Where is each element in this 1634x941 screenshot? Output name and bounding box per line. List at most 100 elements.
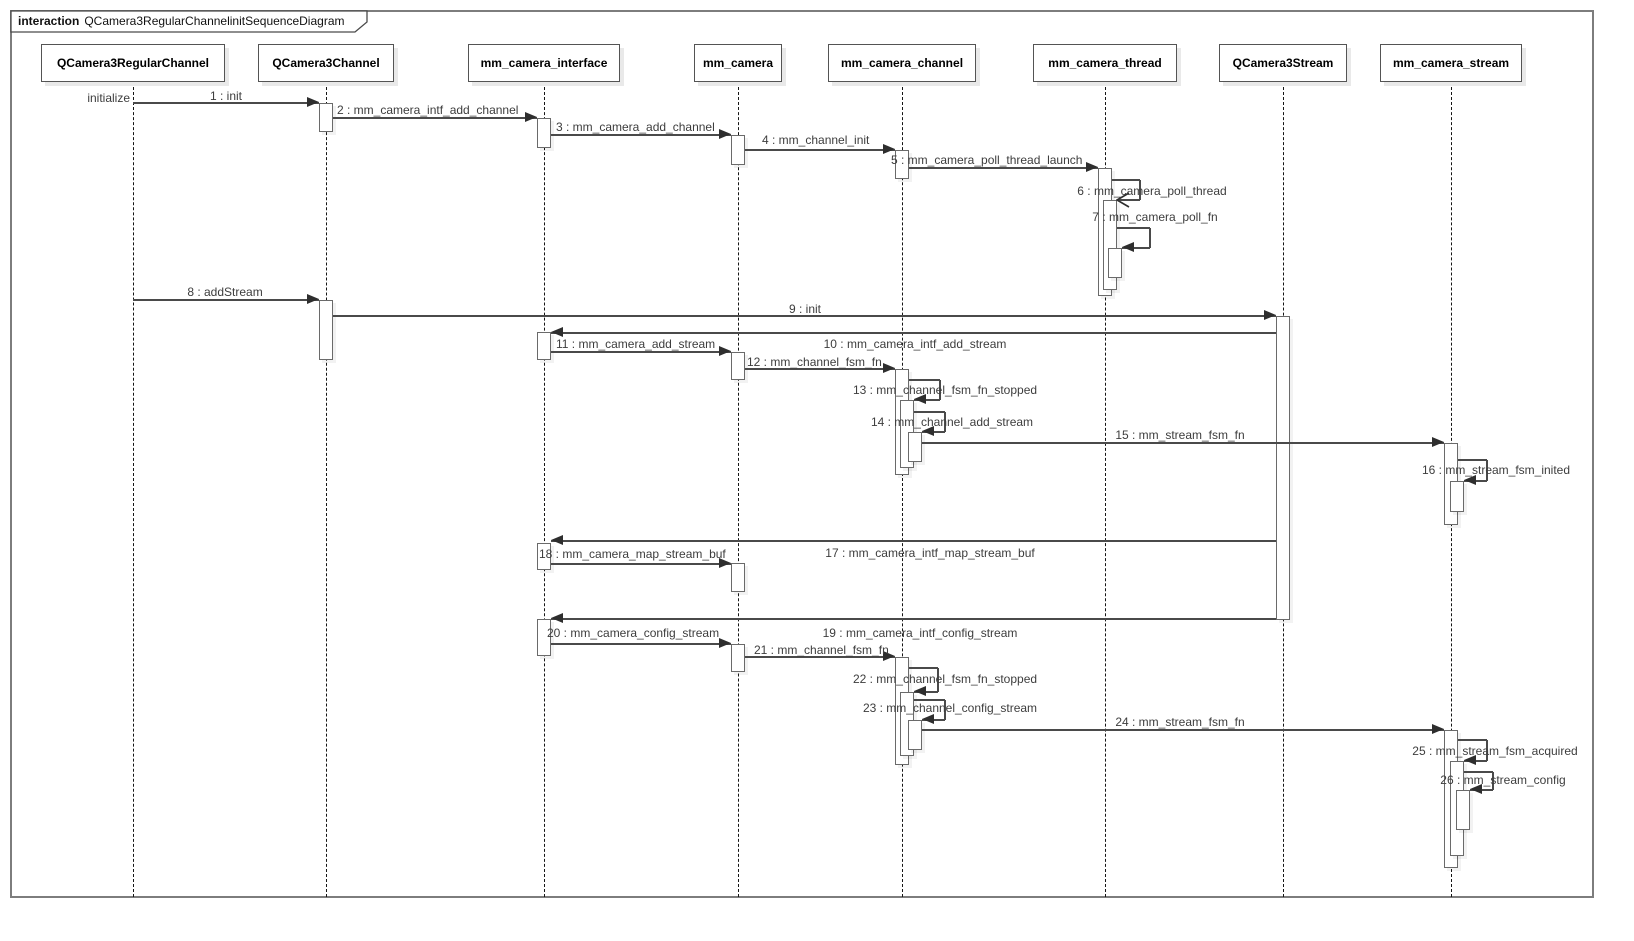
participant-box-QCamera3Stream: QCamera3Stream [1219, 44, 1347, 82]
message-7-return-line [1122, 247, 1150, 249]
activation-bar [1456, 790, 1470, 830]
title-name: QCamera3RegularChannelinitSequenceDiagra… [84, 14, 345, 28]
arrowhead-left-icon [922, 714, 934, 724]
message-label-1: 1 : init [209, 89, 243, 103]
message-12-line [745, 368, 895, 370]
lifeline-QCamera3RegularChannel [133, 82, 134, 897]
message-label-13: 13 : mm_channel_fsm_fn_stopped [852, 383, 1038, 397]
arrowhead-right-icon [883, 651, 895, 661]
lifeline-mm_camera [738, 82, 739, 897]
activation-bar [1108, 248, 1122, 278]
participant-box-mm_camera_channel: mm_camera_channel [828, 44, 976, 82]
message-13-loop-line [939, 380, 941, 400]
message-label-3: 3 : mm_camera_add_channel [556, 120, 715, 134]
arrowhead-left-icon [551, 613, 563, 623]
message-label-18: 18 : mm_camera_map_stream_buf [539, 547, 726, 561]
message-26-out-line [1464, 771, 1493, 773]
activation-bar [731, 135, 745, 165]
lifeline-mm_camera_interface [544, 82, 545, 897]
message-5-line [909, 167, 1098, 169]
message-14-out-line [914, 411, 945, 413]
arrowhead-left-icon [1470, 784, 1482, 794]
activation-bar [537, 332, 551, 360]
message-23-loop-line [944, 700, 946, 720]
arrowhead-right-icon [1086, 162, 1098, 172]
activation-bar [1276, 316, 1290, 620]
message-label-19: 19 : mm_camera_intf_config_stream [822, 626, 1018, 640]
message-6-return-line [1117, 199, 1140, 201]
message-11-line [551, 351, 731, 353]
message-13-return-line [914, 399, 940, 401]
arrowhead-right-icon [1432, 724, 1444, 734]
participant-label-mm_camera_stream: mm_camera_stream [1392, 56, 1510, 70]
message-1-line [133, 102, 319, 104]
message-22-loop-line [937, 668, 939, 692]
arrowhead-left-icon [922, 426, 934, 436]
message-label-10: 10 : mm_camera_intf_add_stream [823, 337, 1007, 351]
message-label-7: 7 : mm_camera_poll_fn [1092, 210, 1218, 224]
activation-bar [731, 563, 745, 592]
message-18-line [551, 563, 731, 565]
participant-box-mm_camera_thread: mm_camera_thread [1033, 44, 1177, 82]
arrowhead-left-icon [1122, 242, 1134, 252]
participant-label-mm_camera_thread: mm_camera_thread [1048, 56, 1162, 70]
message-label-8: 8 : addStream [187, 285, 263, 299]
message-label-23: 23 : mm_channel_config_stream [862, 701, 1038, 715]
arrowhead-right-icon [883, 363, 895, 373]
message-13-out-line [909, 379, 940, 381]
message-label-24: 24 : mm_stream_fsm_fn [1115, 715, 1245, 729]
lifeline-mm_camera_thread [1105, 82, 1106, 897]
activation-bar [731, 644, 745, 672]
caller-label: initialize [87, 91, 130, 105]
message-label-5: 5 : mm_camera_poll_thread_launch [891, 153, 1083, 167]
message-label-20: 20 : mm_camera_config_stream [547, 626, 720, 640]
activation-bar [731, 352, 745, 380]
message-23-out-line [914, 699, 945, 701]
arrowhead-right-icon [719, 558, 731, 568]
message-label-4: 4 : mm_channel_init [762, 133, 870, 147]
message-2-line [333, 117, 537, 119]
message-label-17: 17 : mm_camera_intf_map_stream_buf [825, 546, 1035, 560]
message-4-line [745, 149, 895, 151]
message-label-22: 22 : mm_channel_fsm_fn_stopped [852, 672, 1038, 686]
participant-label-mm_camera_channel: mm_camera_channel [840, 56, 964, 70]
message-15-line [922, 442, 1444, 444]
message-25-loop-line [1486, 740, 1488, 761]
participant-box-mm_camera_stream: mm_camera_stream [1380, 44, 1522, 82]
message-19-line [551, 618, 1276, 620]
diagram-frame [10, 10, 1594, 898]
arrowhead-right-icon [1432, 437, 1444, 447]
participant-label-mm_camera_interface: mm_camera_interface [480, 56, 608, 70]
arrowhead-left-icon [551, 535, 563, 545]
participant-box-QCamera3RegularChannel: QCamera3RegularChannel [41, 44, 225, 82]
message-label-6: 6 : mm_camera_poll_thread [1077, 184, 1227, 198]
arrowhead-left-icon [914, 394, 926, 404]
message-label-15: 15 : mm_stream_fsm_fn [1115, 428, 1245, 442]
activation-bar [908, 432, 922, 462]
arrowhead-left-icon [551, 327, 563, 337]
activation-bar [908, 720, 922, 750]
message-label-14: 14 : mm_channel_add_stream [870, 415, 1034, 429]
arrowhead-left-icon [1464, 475, 1476, 485]
message-label-25: 25 : mm_stream_fsm_acquired [1412, 744, 1578, 758]
arrowhead-left-icon [914, 686, 926, 696]
title-keyword: interaction [18, 14, 80, 28]
lifeline-mm_camera_channel [902, 82, 903, 897]
activation-bar [895, 150, 909, 179]
message-label-26: 26 : mm_stream_config [1440, 773, 1566, 787]
message-9-line [333, 315, 1276, 317]
message-25-out-line [1458, 739, 1487, 741]
message-26-loop-line [1492, 772, 1494, 790]
message-7-out-line [1117, 227, 1150, 229]
message-label-12: 12 : mm_channel_fsm_fn [747, 355, 882, 369]
diagram-title: interaction QCamera3RegularChannelinitSeq… [18, 14, 345, 28]
arrowhead-right-icon [719, 346, 731, 356]
activation-bar [537, 619, 551, 656]
message-22-return-line [914, 691, 938, 693]
arrowhead-right-icon [525, 112, 537, 122]
open-arrowhead-icon [1115, 192, 1130, 213]
activation-bar [1450, 481, 1464, 512]
activation-bar [537, 118, 551, 148]
message-label-21: 21 : mm_channel_fsm_fn [754, 643, 889, 657]
